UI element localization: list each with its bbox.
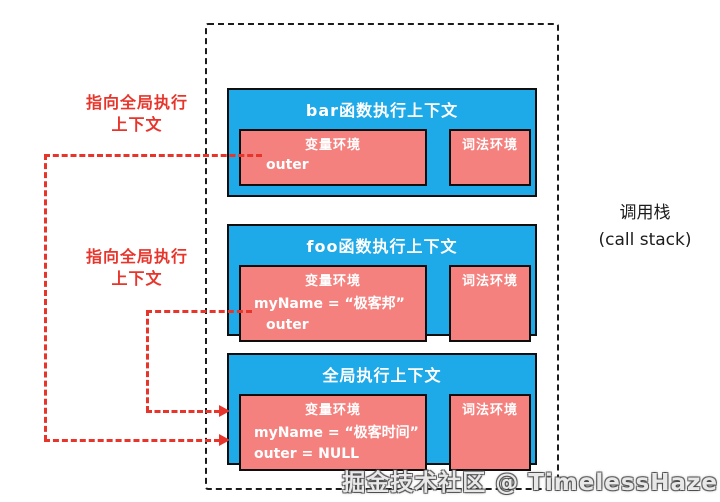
context-title: bar函数执行上下文	[305, 101, 459, 120]
lexical-environment-box: 词法环境	[449, 394, 531, 471]
variable-environment-box: 变量环境 myName = “极客邦” outer	[239, 265, 427, 342]
arrowhead-bar-to-global-icon	[219, 434, 230, 446]
variable-environment-title: 变量环境	[304, 138, 361, 153]
watermark: 掘金技术社区 @ TimelessHaze	[342, 470, 718, 496]
call-stack-caption-cn: 调用栈	[619, 203, 671, 223]
call-stack-container-border	[205, 23, 559, 490]
lexical-environment-title: 词法环境	[461, 403, 518, 418]
dashed-line-foo-vertical	[146, 310, 149, 412]
pointer-label-line: 指向全局执行	[85, 93, 188, 112]
variable-entry: myName = “极客时间”	[254, 425, 419, 441]
dashed-line-bar-bottom	[44, 439, 220, 442]
lexical-environment-title: 词法环境	[461, 138, 518, 153]
pointer-label-foo: 指向全局执行 上下文	[62, 246, 212, 290]
variable-environment-title: 变量环境	[304, 403, 361, 418]
context-box-bar: bar函数执行上下文 变量环境 outer 词法环境	[227, 88, 537, 197]
context-body: 变量环境 myName = “极客邦” outer 词法环境	[229, 265, 535, 342]
pointer-label-bar: 指向全局执行 上下文	[62, 92, 212, 136]
dashed-line-bar-vertical	[44, 154, 47, 441]
context-box-global: 全局执行上下文 变量环境 myName = “极客时间” outer = NUL…	[227, 353, 537, 471]
context-title: foo函数执行上下文	[306, 237, 458, 256]
context-body: 变量环境 outer 词法环境	[229, 129, 535, 186]
variable-environment-box: 变量环境 myName = “极客时间” outer = NULL	[239, 394, 427, 471]
variable-entry: myName = “极客邦”	[254, 296, 405, 312]
lexical-environment-box: 词法环境	[449, 265, 531, 342]
variable-environment-box: 变量环境 outer	[239, 129, 427, 186]
pointer-label-line: 上下文	[111, 269, 163, 288]
variable-entry: outer	[266, 157, 309, 173]
context-body: 变量环境 myName = “极客时间” outer = NULL 词法环境	[229, 394, 535, 471]
variable-entry: outer	[266, 317, 309, 333]
arrowhead-foo-to-global-icon	[219, 405, 230, 417]
pointer-label-line: 指向全局执行	[85, 247, 188, 266]
dashed-line-foo-horizontal	[146, 310, 252, 313]
call-stack-caption: 调用栈 (call stack)	[578, 200, 712, 254]
variable-environment-title: 变量环境	[304, 274, 361, 289]
variable-entry: outer = NULL	[254, 446, 360, 462]
pointer-label-line: 上下文	[111, 115, 163, 134]
lexical-environment-box: 词法环境	[449, 129, 531, 186]
dashed-line-bar-horizontal	[44, 154, 262, 157]
lexical-environment-title: 词法环境	[461, 274, 518, 289]
dashed-line-foo-bottom	[146, 410, 220, 413]
context-box-foo: foo函数执行上下文 变量环境 myName = “极客邦” outer 词法环…	[227, 224, 537, 342]
context-title: 全局执行上下文	[322, 366, 442, 385]
call-stack-caption-en: (call stack)	[598, 230, 692, 250]
